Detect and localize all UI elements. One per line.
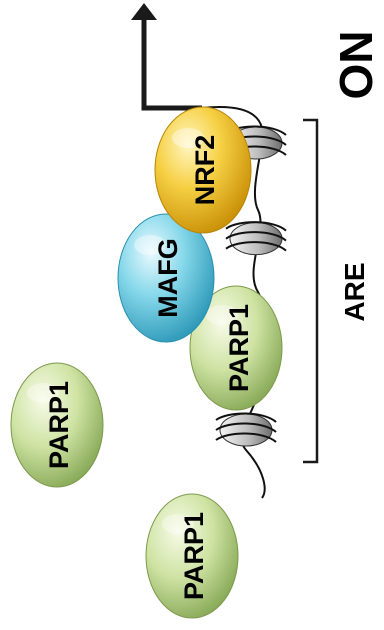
transcription-start-arrow-icon — [131, 3, 202, 111]
nucleosome-icon — [225, 221, 287, 256]
parp1-free-protein-1: PARP1 — [10, 362, 104, 488]
nucleosome-icon — [215, 412, 277, 447]
are-region-bracket — [303, 118, 319, 464]
mafg-label: MAFG — [153, 238, 183, 317]
mafg-protein: MAFG — [117, 213, 215, 343]
nrf2-protein: NRF2 — [154, 106, 252, 234]
are-region-label: ARE — [339, 262, 370, 321]
parp1-free-label-2: PARP1 — [179, 512, 209, 600]
parp1-bound-label: PARP1 — [224, 304, 254, 392]
parp1-bound-protein: PARP1 — [189, 285, 283, 411]
parp1-free-label-1: PARP1 — [44, 381, 74, 469]
nrf2-label: NRF2 — [190, 135, 220, 206]
status-on-label: ON — [330, 31, 382, 100]
parp1-free-protein-2: PARP1 — [145, 493, 239, 619]
